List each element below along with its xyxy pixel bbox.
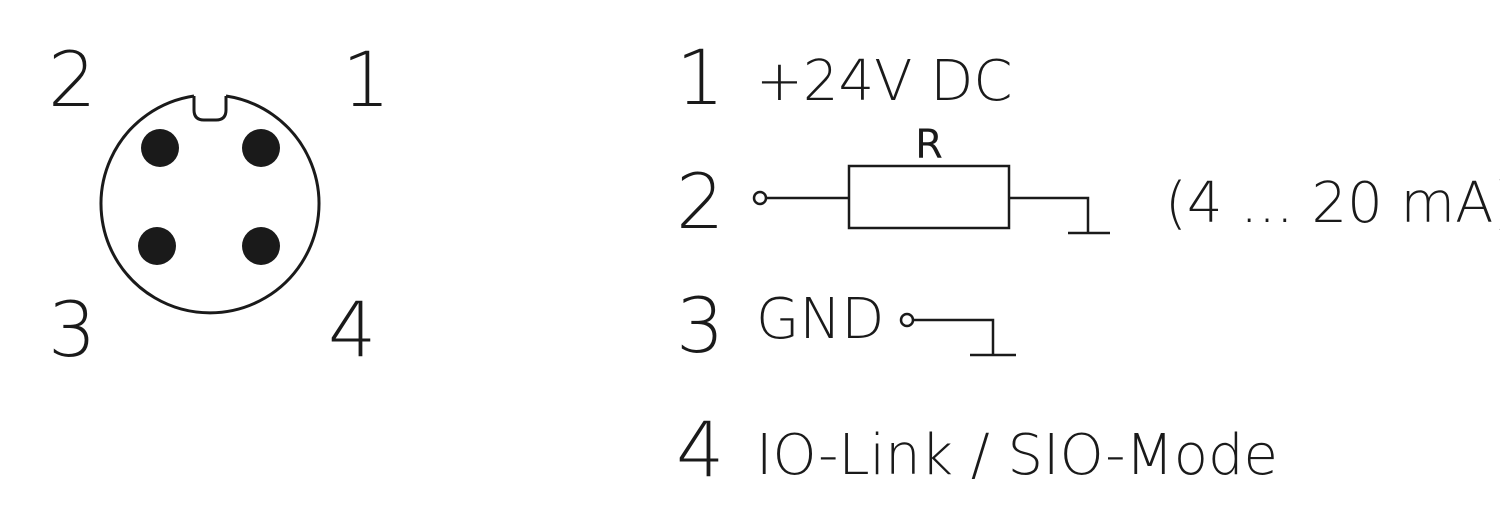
pin-contact-1 — [242, 129, 280, 167]
connector-pin-label-4: 4 — [328, 285, 376, 374]
pin2-terminal — [752, 190, 768, 206]
pin3-label: GND — [756, 287, 884, 352]
pin3-wire — [913, 318, 995, 354]
resistor-symbol — [847, 164, 1011, 230]
connector-pin-label-3: 3 — [48, 285, 96, 374]
pin3-row: 3 GND — [676, 281, 1016, 370]
pin-contact-3 — [138, 227, 176, 265]
connector-pin-label-1: 1 — [342, 35, 390, 124]
pin3-number: 3 — [676, 281, 724, 370]
pin-contact-4 — [242, 227, 280, 265]
connector-coding-key — [192, 96, 228, 122]
pin1-label: +24V DC — [756, 49, 1013, 114]
pin3-terminal — [899, 312, 915, 328]
pin2-row: 2 R (4 ... 20 mA) — [676, 122, 1500, 246]
pin4-row: 4 IO-Link / SIO-Mode — [676, 405, 1278, 494]
connector-housing — [99, 94, 321, 315]
pin1-number: 1 — [676, 33, 724, 122]
pin4-number: 4 — [676, 405, 724, 494]
pin1-row: 1 +24V DC — [676, 33, 1013, 122]
pin2-wire-out — [1009, 196, 1090, 232]
pin-contact-2 — [141, 129, 179, 167]
current-range-label: (4 ... 20 mA) — [1165, 171, 1500, 236]
pin2-number: 2 — [676, 157, 724, 246]
connector-pin-label-2: 2 — [48, 35, 96, 124]
resistor-label: R — [915, 122, 943, 168]
connector-face: 2 1 3 4 — [48, 35, 390, 374]
pin4-label: IO-Link / SIO-Mode — [756, 423, 1278, 488]
